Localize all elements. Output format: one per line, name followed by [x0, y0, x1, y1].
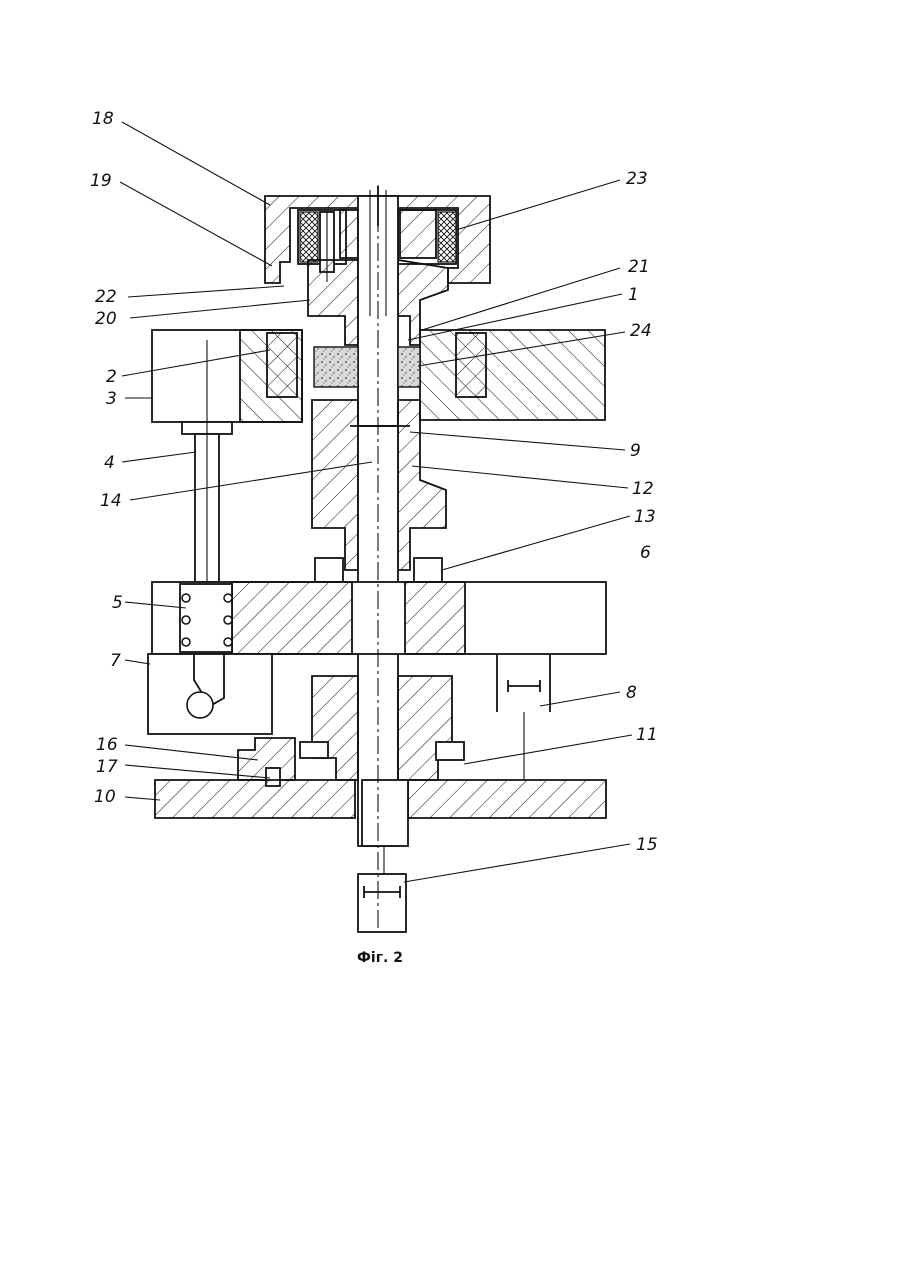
callout-3: 3	[106, 389, 117, 409]
callout-19: 19	[90, 171, 112, 191]
callout-11: 11	[636, 725, 658, 745]
callout-5: 5	[112, 593, 123, 613]
callout-15: 15	[636, 835, 658, 855]
callout-14: 14	[100, 491, 122, 511]
callout-4: 4	[104, 453, 115, 473]
callout-2: 2	[106, 367, 117, 387]
callout-12: 12	[632, 479, 654, 499]
callout-9: 9	[630, 441, 641, 461]
callout-10: 10	[94, 787, 116, 807]
callout-17: 17	[96, 757, 118, 777]
callout-7: 7	[110, 651, 121, 671]
callout-6: 6	[640, 543, 651, 563]
lower-block-7	[148, 654, 272, 734]
callout-16: 16	[96, 735, 118, 755]
lower-hub	[300, 654, 550, 780]
callout-1: 1	[628, 285, 639, 305]
callout-8: 8	[626, 683, 637, 703]
block-16	[238, 738, 295, 786]
callout-23: 23	[626, 169, 648, 189]
figure-caption: Фіг. 2	[340, 950, 420, 966]
callout-24: 24	[630, 321, 652, 341]
callout-20: 20	[95, 309, 117, 329]
callout-22: 22	[95, 287, 117, 307]
callout-13: 13	[634, 507, 656, 527]
callout-21: 21	[628, 257, 650, 277]
middle-plate-6	[152, 582, 606, 654]
callout-18: 18	[92, 109, 114, 129]
